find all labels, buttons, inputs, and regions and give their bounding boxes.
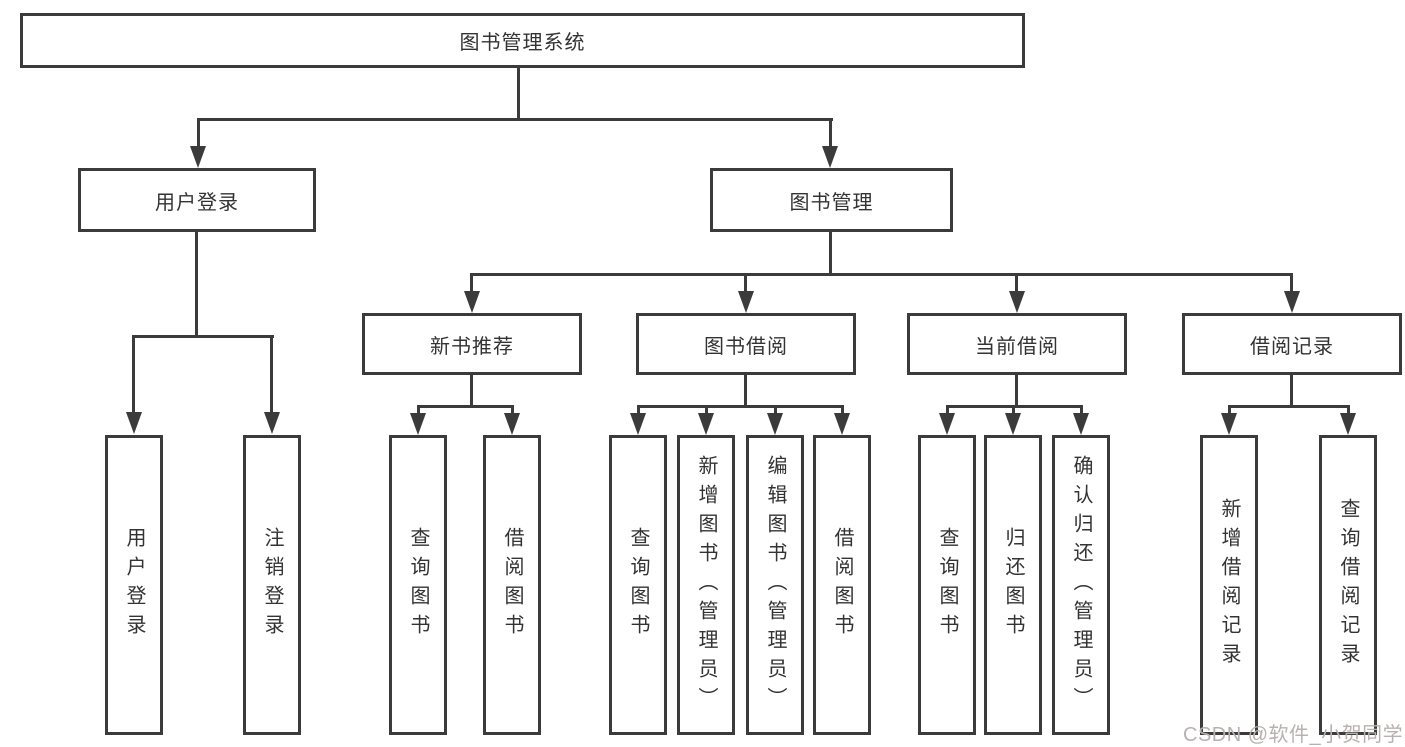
connector-current-borrow-drop (1015, 273, 1018, 297)
connector-borrow-records-drop (1290, 273, 1293, 297)
leaf-confirm-return-admin: 确认归还（管理员） (1052, 435, 1110, 735)
arrowhead-user-login (190, 146, 206, 168)
node-current-borrow-label: 当前借阅 (975, 335, 1059, 358)
leaf-query-books-1: 查询图书 (389, 435, 447, 735)
connector-leaf-user-login-drop (132, 335, 135, 415)
connector-borrow-records-rail (1228, 405, 1350, 408)
arrowhead-bb-leaf1 (630, 413, 646, 435)
leaf-logout: 注销登录 (243, 435, 301, 735)
connector-user-login-drop (197, 118, 200, 150)
leaf-query-books-2: 查询图书 (609, 435, 667, 735)
node-book-borrow: 图书借阅 (636, 313, 856, 375)
arrowhead-nb-leaf2 (504, 413, 520, 435)
leaf-logout-label: 注销登录 (261, 527, 283, 643)
csdn-watermark: CSDN @软件_小贺同学 (1183, 724, 1404, 746)
connector-book-borrow-stem (744, 375, 747, 408)
connector-root-stem (517, 68, 520, 119)
leaf-query-books-3-label: 查询图书 (936, 527, 958, 643)
connector-leaf-logout-drop (270, 335, 273, 415)
leaf-borrow-books-1: 借阅图书 (483, 435, 541, 735)
leaf-add-borrow-record-label: 新增借阅记录 (1218, 498, 1240, 672)
leaf-return-book: 归还图书 (984, 435, 1042, 735)
connector-user-login-stem (195, 232, 198, 338)
arrowhead-bb-leaf4 (834, 413, 850, 435)
arrowhead-br-leaf2 (1340, 413, 1356, 435)
node-new-books: 新书推荐 (362, 313, 582, 375)
arrowhead-current-borrow (1009, 291, 1025, 313)
connector-user-login-rail (133, 335, 274, 338)
node-book-mgmt-label: 图书管理 (789, 191, 874, 214)
connector-new-books-rail (417, 405, 514, 408)
connector-cb-leaf2-drop (1012, 405, 1015, 417)
connector-br-leaf1-drop (1228, 405, 1231, 417)
connector-bb-leaf1-drop (637, 405, 640, 417)
arrowhead-book-mgmt (822, 146, 838, 168)
arrowhead-br-leaf1 (1221, 413, 1237, 435)
connector-current-borrow-stem (1015, 375, 1018, 408)
connector-new-books-drop (470, 273, 473, 297)
leaf-add-book-admin: 新增图书（管理员） (677, 435, 735, 735)
node-user-login: 用户登录 (78, 168, 316, 232)
leaf-edit-book-admin: 编辑图书（管理员） (746, 435, 804, 735)
arrowhead-bb-leaf2 (698, 413, 714, 435)
arrowhead-leaf-user-login (126, 412, 142, 434)
connector-bb-leaf3-drop (774, 405, 777, 417)
arrowhead-cb-leaf1 (939, 413, 955, 435)
leaf-borrow-books-2-label: 借阅图书 (831, 527, 853, 643)
node-root-label: 图书管理系统 (459, 32, 586, 54)
connector-book-mgmt-stem (829, 232, 832, 276)
leaf-query-books-1-label: 查询图书 (407, 527, 429, 643)
connector-level2-rail (470, 273, 1293, 276)
leaf-add-borrow-record: 新增借阅记录 (1200, 435, 1258, 735)
connector-br-leaf2-drop (1347, 405, 1350, 417)
arrowhead-cb-leaf3 (1073, 413, 1089, 435)
node-user-login-label: 用户登录 (155, 191, 239, 214)
connector-level1-rail (198, 118, 833, 121)
arrowhead-bb-leaf3 (767, 413, 783, 435)
node-book-mgmt: 图书管理 (710, 168, 953, 232)
connector-nb-leaf1-drop (417, 405, 420, 417)
leaf-query-books-3: 查询图书 (918, 435, 976, 735)
arrowhead-leaf-logout (264, 412, 280, 434)
arrowhead-new-books (464, 291, 480, 313)
arrowhead-cb-leaf2 (1005, 413, 1021, 435)
arrowhead-book-borrow (738, 291, 754, 313)
node-current-borrow: 当前借阅 (907, 313, 1127, 375)
connector-book-mgmt-drop (829, 118, 832, 150)
leaf-user-login: 用户登录 (105, 435, 163, 735)
node-borrow-records: 借阅记录 (1182, 313, 1402, 375)
connector-bb-leaf4-drop (841, 405, 844, 417)
leaf-add-book-admin-label: 新增图书（管理员） (695, 454, 717, 716)
leaf-query-borrow-record: 查询借阅记录 (1319, 435, 1377, 735)
leaf-borrow-books-2: 借阅图书 (813, 435, 871, 735)
connector-bb-leaf2-drop (705, 405, 708, 417)
connector-cb-leaf3-drop (1080, 405, 1083, 417)
leaf-borrow-books-1-label: 借阅图书 (501, 527, 523, 643)
leaf-query-books-2-label: 查询图书 (627, 527, 649, 643)
arrowhead-borrow-records (1284, 291, 1300, 313)
node-new-books-label: 新书推荐 (430, 335, 514, 358)
leaf-user-login-label: 用户登录 (123, 527, 145, 643)
node-book-borrow-label: 图书借阅 (704, 335, 788, 358)
leaf-return-book-label: 归还图书 (1002, 527, 1024, 643)
connector-new-books-stem (470, 375, 473, 408)
leaf-query-borrow-record-label: 查询借阅记录 (1337, 498, 1359, 672)
node-root: 图书管理系统 (20, 13, 1025, 68)
connector-nb-leaf2-drop (511, 405, 514, 417)
connector-book-borrow-drop (744, 273, 747, 297)
leaf-confirm-return-admin-label: 确认归还（管理员） (1070, 454, 1092, 716)
arrowhead-nb-leaf1 (410, 413, 426, 435)
node-borrow-records-label: 借阅记录 (1250, 335, 1334, 358)
leaf-edit-book-admin-label: 编辑图书（管理员） (764, 454, 786, 716)
connector-book-borrow-rail (637, 405, 844, 408)
connector-borrow-records-stem (1290, 375, 1293, 408)
connector-cb-leaf1-drop (946, 405, 949, 417)
